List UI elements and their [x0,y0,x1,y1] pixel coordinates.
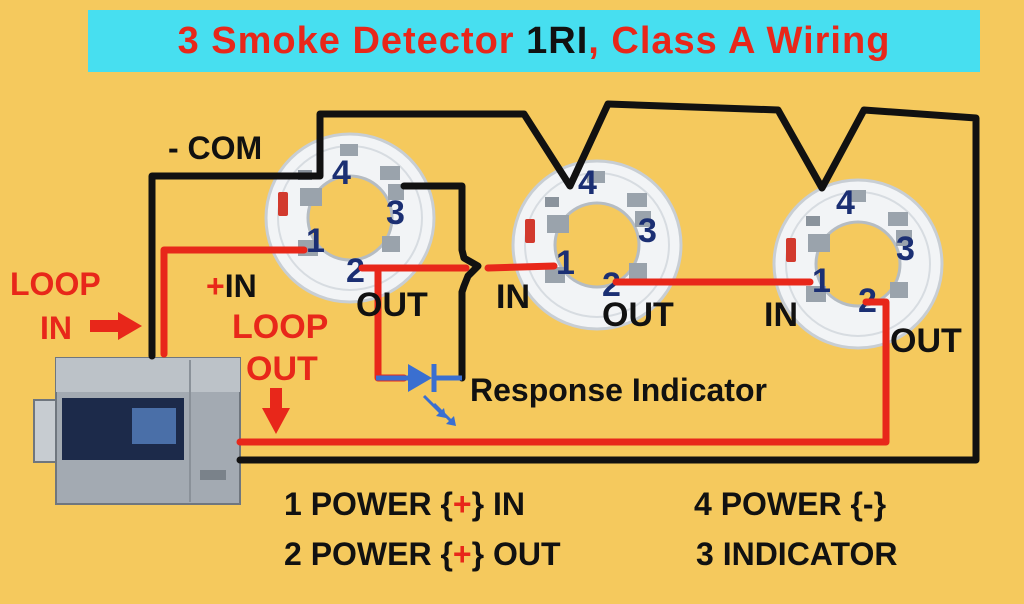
response-indicator-label: Response Indicator [470,372,767,408]
negative-wiring [148,100,980,464]
diagram-title: 3 Smoke Detector 1RI, Class A Wiring [88,10,980,72]
detector-2-out-label: OUT [602,296,674,334]
terminal-3-label: 3 [896,230,915,268]
terminal-4-label: 4 [332,154,351,192]
terminal-1-label: 1 [812,262,831,300]
detector-3-in-label: IN [764,296,798,334]
legend-row-2: 2 POWER {+} OUT [284,538,561,570]
terminal-1-label: 1 [306,222,325,260]
terminal-3-label: 3 [386,194,405,232]
legend-row-1: 1 POWER {+} IN [284,488,525,520]
arrow-down-icon [262,388,290,434]
loop-in-label-line1: LOOP [10,266,101,302]
legend-row-2-suffix: } OUT [471,536,561,572]
detector-2-in-label: IN [496,278,530,316]
terminal-4-label: 4 [578,164,597,202]
detector-2-terminals: 4 3 1 2 [556,164,657,304]
terminal-1-label: 1 [556,244,575,282]
plus-sign: + [206,268,225,304]
terminal-2-label: 2 [346,252,365,290]
loop-in-label-line2: IN [40,310,72,346]
plus-in-label: +IN [206,270,257,302]
legend-row-1-symbol: + [452,486,472,522]
terminal-4-label: 4 [836,184,855,222]
in-text: IN [224,268,257,304]
loop-out-label-line2: OUT [246,350,318,388]
terminal-3-label: 3 [638,212,657,250]
legend-row-3: 4 POWER {-} [694,486,887,522]
loop-out-label-line1: LOOP [232,308,329,346]
fire-alarm-panel-icon [33,357,241,505]
arrow-right-icon [90,312,142,340]
com-label: - COM [168,130,263,166]
title-bar [88,10,980,72]
title-part-2: 1RI [526,20,589,62]
title-part-3: , Class A Wiring [588,20,891,62]
legend-row-2-prefix: 2 POWER { [284,536,453,572]
title-part-1: 3 Smoke Detector [177,20,515,62]
legend-row-2-symbol: + [452,536,472,572]
detector-1-terminals: 4 3 1 2 [306,154,405,290]
led-indicator-icon [376,364,462,426]
legend-row-1-prefix: 1 POWER { [284,486,453,522]
legend-row-1-suffix: } IN [471,486,525,522]
detector-1-out-label: OUT [356,286,428,324]
detector-3-out-label: OUT [890,322,962,360]
legend-row-4: 3 INDICATOR [696,536,898,572]
terminal-2-label: 2 [602,266,621,304]
